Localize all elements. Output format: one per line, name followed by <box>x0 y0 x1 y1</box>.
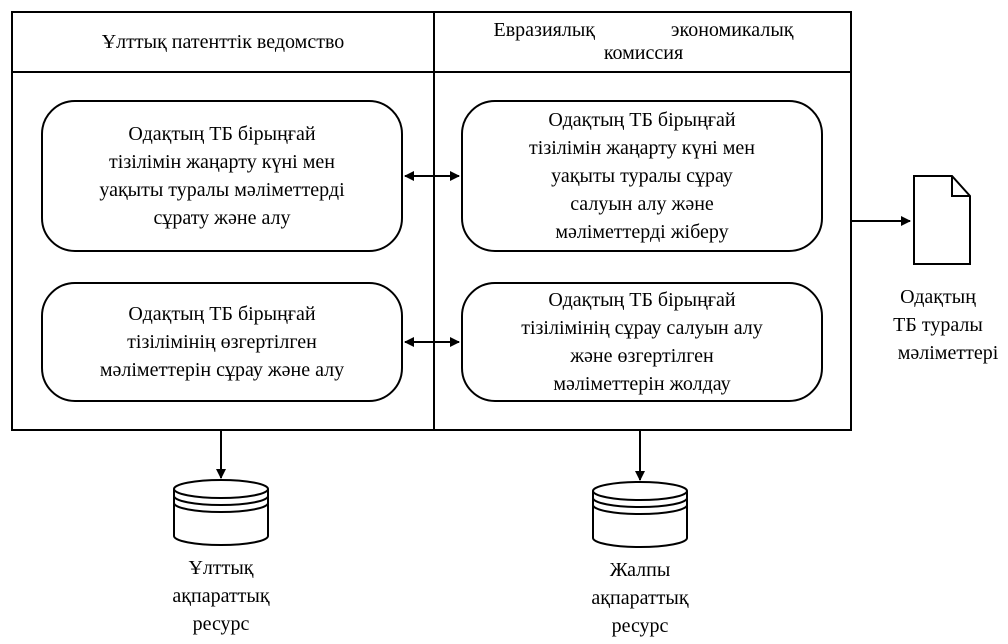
database-icon-general <box>592 481 688 548</box>
national-resource-label: Ұлттық ақпараттық ресурс <box>172 557 270 635</box>
swimlane-container: Ұлттық патенттік ведомство Евразиялық эк… <box>11 11 852 431</box>
process-request-update-date: Одақтың ТБ бірыңғай тізілімін жаңарту кү… <box>41 100 403 252</box>
database-icon-national <box>173 479 269 546</box>
lane-title-eurasian-commission: Евразиялық экономикалық комиссия <box>493 19 794 64</box>
document-icon <box>913 175 971 265</box>
process-send-changed-data: Одақтың ТБ бірыңғай тізілімінің сұрау са… <box>461 282 823 402</box>
general-resource-label: Жалпы ақпараттық ресурс <box>591 559 689 637</box>
lane-header-divider <box>13 71 850 73</box>
document-label: Одақтың ТБ туралы мәліметтері <box>893 286 999 364</box>
process-send-update-date: Одақтың ТБ бірыңғай тізілімін жаңарту кү… <box>461 100 823 252</box>
lane-divider <box>433 13 435 429</box>
process-request-changed-data: Одақтың ТБ бірыңғай тізілімінің өзгертіл… <box>41 282 403 402</box>
lane-title-national-patent-office: Ұлттық патенттік ведомство <box>101 30 345 53</box>
